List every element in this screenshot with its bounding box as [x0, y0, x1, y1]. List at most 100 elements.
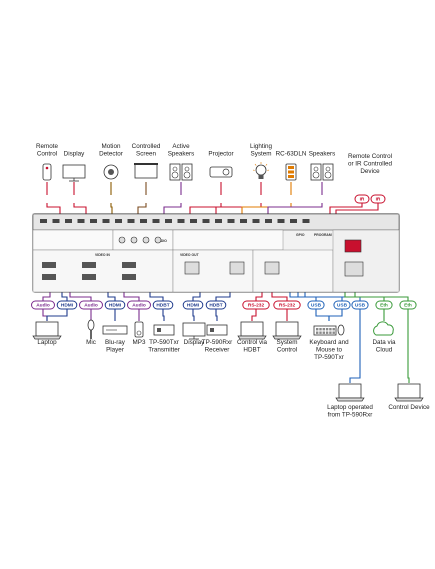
hdmi-input-port — [122, 274, 136, 280]
bottom-cable-up-5 — [149, 292, 164, 301]
bottom-tag-8: RS-232 — [242, 300, 270, 310]
laptop-icon — [335, 383, 365, 402]
top-device-3-label-line-0: Controlled — [132, 143, 161, 150]
remote-control-icon — [42, 163, 52, 181]
bottom-tag-3-text: HDMI — [109, 303, 122, 309]
terminal-block — [65, 219, 72, 223]
top-device-4-label-line-1: Speakers — [168, 151, 195, 158]
cable-layer — [42, 182, 410, 383]
laptop-icon — [237, 321, 267, 340]
bottom-tag-1: HDMI — [56, 300, 78, 310]
top-device-6-label-line-0: Lighting — [250, 143, 273, 150]
bottom-tag-5: HDBT — [152, 300, 174, 310]
terminal-block — [240, 219, 247, 223]
bottom-tag-14-text: Eth — [404, 303, 412, 309]
bottom-tag-10-text: USB — [311, 303, 322, 309]
bottom-device-2-label-line-1: Player — [106, 347, 124, 354]
terminal-block — [202, 219, 210, 223]
terminal-block — [215, 219, 222, 223]
top-device-9-tag-a: IR — [354, 194, 370, 204]
terminal-block — [190, 219, 197, 223]
power-switch — [344, 239, 362, 253]
bottom-cable-up-14 — [354, 292, 409, 301]
bottom-tag-3: HDMI — [104, 300, 126, 310]
receiver-icon — [206, 324, 228, 336]
bottom-device-7-cable-8 — [251, 309, 257, 321]
bottom-tag-8-text: RS-232 — [248, 303, 265, 309]
bottom-device-4-cable-5 — [162, 309, 165, 321]
bottom-tag-0-text: Audio — [36, 303, 50, 309]
top-device-0-label-line-1: Control — [37, 151, 57, 158]
terminal-block — [52, 219, 60, 223]
bottom-tag-7: HDBT — [205, 300, 227, 310]
terminal-block — [77, 219, 85, 223]
power-socket — [344, 261, 364, 277]
top-device-2-cable — [110, 203, 113, 214]
bottom-device-11-cable-12 — [349, 309, 361, 383]
terminal-block — [302, 219, 310, 223]
bottom-cable-up-12 — [304, 292, 361, 301]
bottom-device-12-cable-14 — [407, 309, 410, 383]
transmitter-icon — [153, 324, 175, 336]
panel-label-video-out: VIDEO OUT — [180, 253, 200, 257]
top-device-4-cable — [163, 203, 182, 214]
terminal-block — [40, 219, 47, 223]
top-device-1-label-line-0: Display — [64, 151, 85, 158]
top-device-8-cable — [267, 203, 323, 214]
audio-jack — [154, 236, 162, 244]
bluray-player-icon — [102, 325, 128, 335]
bottom-device-6-label-line-1: Receiver — [205, 347, 230, 354]
bottom-device-9-label-line-0: Keyboard and — [309, 339, 349, 346]
bottom-cable-up-0 — [42, 292, 51, 301]
bottom-tag-4: Audio — [127, 300, 151, 310]
bottom-device-8-label-line-0: System — [277, 339, 298, 346]
bottom-device-0-cable-1 — [46, 309, 68, 321]
bottom-tag-7-text: HDBT — [209, 303, 222, 309]
top-device-3-label-line-1: Screen — [136, 151, 156, 158]
terminal-block — [115, 219, 122, 223]
hdbt-rj45-port — [264, 261, 280, 275]
top-device-6-cable — [215, 203, 262, 214]
bottom-tag-12: USB — [351, 300, 369, 310]
top-device-2-label-line-1: Detector — [99, 151, 123, 158]
top-device-8-label-line-0: Speakers — [309, 151, 336, 158]
top-device-4-label-line-0: Active — [172, 143, 190, 150]
bottom-cable-up-2 — [69, 292, 92, 301]
bottom-device-9-cable-11 — [328, 309, 343, 321]
top-device-9-tag-b-text: IR — [376, 197, 381, 203]
panel-ports — [40, 219, 364, 280]
microphone-icon — [87, 319, 95, 339]
audio-jack — [142, 236, 150, 244]
bottom-cable-up-9 — [271, 292, 288, 301]
top-device-0-label-line-0: Remote — [36, 143, 59, 150]
display-icon — [182, 322, 206, 340]
motion-detector-icon — [103, 164, 119, 180]
hdmi-input-port — [82, 274, 96, 280]
hdmi-input-port — [42, 274, 56, 280]
terminal-block — [227, 219, 235, 223]
top-device-9-tag-a-text: IR — [360, 197, 365, 203]
top-device-9-cable-a — [329, 203, 363, 214]
audio-jack — [130, 236, 138, 244]
bottom-tag-2: Audio — [79, 300, 103, 310]
bottom-cable-up-8 — [255, 292, 263, 301]
hdmi-input-port — [82, 262, 96, 268]
bottom-tag-13: Eth — [375, 300, 393, 310]
bottom-device-9-label-line-2: TP-590Txr — [314, 354, 344, 361]
panel-label-program: PROGRAM — [314, 233, 332, 237]
bottom-tag-6-text: HDMI — [187, 303, 200, 309]
speakers-icon — [310, 163, 334, 181]
bottom-device-0-cable-0 — [42, 309, 48, 321]
bottom-device-2-label-line-0: Blu-ray — [105, 339, 126, 346]
bottom-device-3-label-line-0: MP3 — [133, 339, 146, 346]
top-device-5-label-line-0: Projector — [208, 151, 233, 158]
bottom-cable-up-7 — [215, 292, 231, 301]
panel-label-gpio: GPIO — [296, 233, 305, 237]
bottom-tag-12-text: USB — [355, 303, 366, 309]
top-device-9-label-line-0: Remote Control — [348, 153, 392, 160]
bottom-cable-up-1 — [61, 292, 68, 301]
mp3-player-icon — [134, 321, 144, 338]
bottom-device-1-label-line-0: Mic — [86, 339, 96, 346]
device-rear-panel: AUDIO VIDEO IN VIDEO OUT GPIO PROGRAM — [32, 213, 400, 293]
hdmi-input-port — [42, 262, 56, 268]
